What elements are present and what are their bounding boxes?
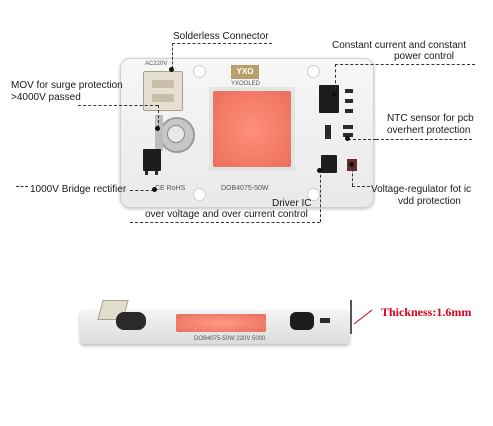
leader-line xyxy=(348,139,376,140)
leader-line xyxy=(172,43,272,44)
leader-line xyxy=(376,139,472,140)
thickness-arrow xyxy=(352,304,374,326)
leader-dot xyxy=(345,136,350,141)
label-mov-line2: >4000V passed xyxy=(11,92,81,103)
smd-component xyxy=(343,133,353,137)
label-voltage-regulator-line1: Voltage-regulator fot ic xyxy=(371,184,472,195)
label-voltage-regulator-line2: vdd protection xyxy=(398,196,461,207)
leader-dot xyxy=(152,187,157,192)
leader-dot xyxy=(169,67,174,72)
side-smd xyxy=(320,318,330,323)
led-board-side-view: DOB4075-50W 220V 5000 xyxy=(80,300,350,346)
mov-varistor xyxy=(159,117,195,153)
driver-ic-chip xyxy=(321,155,337,173)
mounting-hole xyxy=(307,188,320,201)
label-thickness: Thickness:1.6mm xyxy=(381,305,472,319)
smd-component xyxy=(345,99,353,103)
leader-line xyxy=(320,170,321,222)
thickness-marker-line xyxy=(350,300,352,334)
leader-line xyxy=(130,190,154,191)
side-mov xyxy=(116,312,146,330)
leader-line xyxy=(335,64,475,65)
leader-line xyxy=(78,105,158,106)
rectifier-pin xyxy=(145,171,148,175)
leader-line xyxy=(130,222,320,223)
side-led-emitter xyxy=(176,314,266,332)
smd-component xyxy=(345,109,353,113)
leader-line xyxy=(16,186,28,187)
cert-marking: CE RoHS xyxy=(155,185,186,192)
label-constant-current-line2: power control xyxy=(394,51,455,62)
leader-dot xyxy=(332,92,337,97)
connector-marking: AC220V xyxy=(145,61,168,67)
label-driver-ic-line1: Driver IC xyxy=(272,198,312,209)
leader-line xyxy=(352,164,353,186)
label-mov-line1: MOV for surge protection xyxy=(11,80,123,91)
label-solderless-connector: Solderless Connector xyxy=(173,31,269,42)
led-emitter-surface xyxy=(213,91,291,167)
rectifier-pin xyxy=(155,171,158,175)
smd-component xyxy=(345,89,353,93)
label-ntc-line1: NTC sensor for pcb xyxy=(387,113,474,124)
label-bridge-rectifier: 1000V Bridge rectifier xyxy=(30,184,127,195)
leader-line xyxy=(172,43,173,69)
leader-line xyxy=(158,105,159,128)
model-marking: DOB4075-50W xyxy=(221,185,269,192)
brand-logo: YXO xyxy=(231,65,259,79)
smd-component xyxy=(343,125,353,129)
led-board-top-view: YXO YXOOLED AC220V DOB4075-50W CE RoHS xyxy=(120,58,374,208)
label-constant-current-line1: Constant current and constant xyxy=(332,40,466,51)
side-ic xyxy=(290,312,314,330)
leader-dot xyxy=(317,168,322,173)
mounting-hole xyxy=(193,188,206,201)
mounting-hole xyxy=(307,65,320,78)
leader-dot xyxy=(155,126,160,131)
leader-dot xyxy=(349,162,354,167)
ntc-sensor xyxy=(325,125,331,139)
leader-line xyxy=(335,64,336,94)
leader-line xyxy=(352,186,370,187)
solderless-connector xyxy=(143,71,183,111)
label-ntc-line2: overhert protection xyxy=(387,125,471,136)
mounting-hole xyxy=(193,65,206,78)
constant-current-ic xyxy=(319,85,339,113)
mov-housing xyxy=(155,115,163,151)
label-driver-ic-line2: over voltage and over current control xyxy=(145,209,308,220)
side-model-marking: DOB4075-50W 220V 5000 xyxy=(194,336,266,342)
bridge-rectifier-chip xyxy=(143,149,161,171)
brand-logo-sub: YXOOLED xyxy=(231,81,261,87)
